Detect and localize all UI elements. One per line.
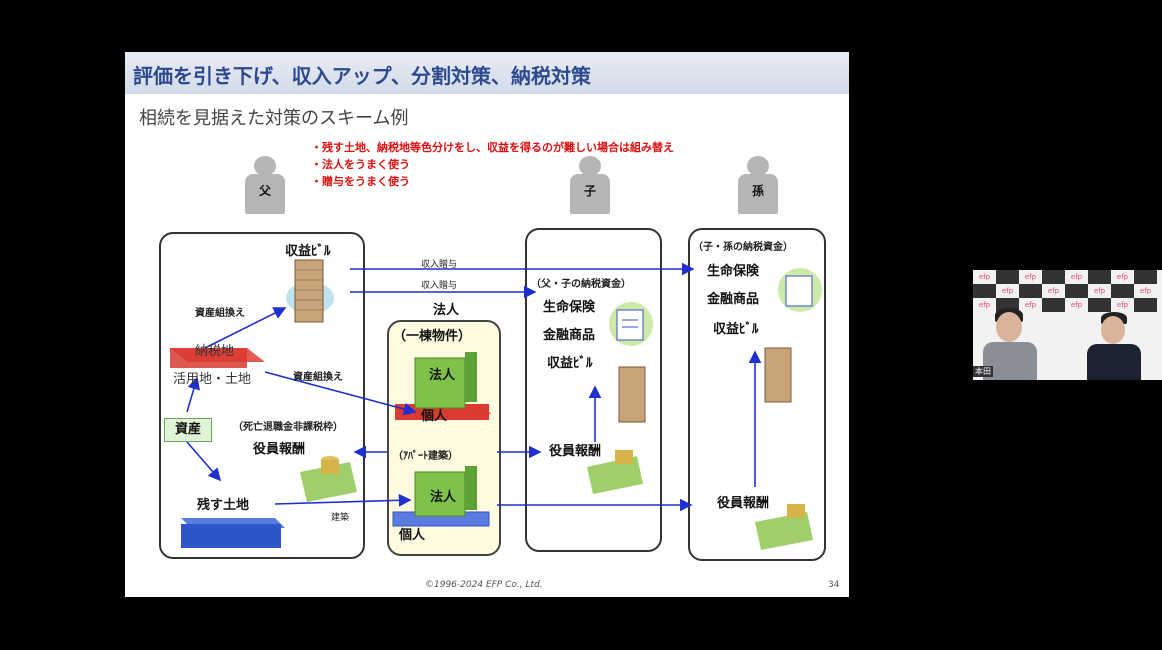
bullet-item: ・残す土地、納税地等色分けをし、収益を得るのが難しい場合は組み替え <box>311 141 674 154</box>
assets-box: 資産 <box>164 418 212 442</box>
insurance-document-icon-grandchild <box>778 268 822 312</box>
corporate-building-icon-2 <box>392 466 490 527</box>
child-box-header: （父・子の納税資金） <box>531 279 631 290</box>
slide-subtitle: 相続を見据えた対策のスキーム例 <box>139 108 409 129</box>
life-insurance-label-child: 生命保険 <box>543 300 596 315</box>
coins-money-icon-father <box>300 456 357 502</box>
bullet-list: ・残す土地、納税地等色分けをし、収益を得るのが難しい場合は組み替え ・法人をうま… <box>311 139 674 190</box>
one-building-label: （一棟物件） <box>393 329 472 344</box>
director-pay-label-grandchild: 役員報酬 <box>717 496 770 511</box>
income-building-label-grandchild: 収益ﾋﾞﾙ <box>713 322 759 337</box>
grandchild-person-icon: 孫 <box>738 156 778 214</box>
income-gift-label-1: 収入贈与 <box>421 260 458 270</box>
retirement-note: （死亡退職金非課税枠） <box>233 422 343 433</box>
financial-products-label-grandchild: 金融商品 <box>707 292 760 307</box>
income-building-label-child: 収益ﾋﾞﾙ <box>547 356 593 371</box>
keep-land-icon <box>181 518 285 548</box>
tax-land-icon <box>170 348 265 368</box>
bullet-item: ・法人をうまく使う <box>311 158 410 171</box>
speaker-name-tag: 本田 <box>973 366 993 377</box>
director-pay-label-father: 役員報酬 <box>253 442 306 457</box>
utilized-land-label: 活用地・土地 <box>173 372 252 387</box>
child-person-icon: 子 <box>570 156 610 214</box>
keep-land-label: 残す土地 <box>197 498 250 513</box>
construction-label: 建築 <box>331 513 350 523</box>
corp-label-2: 法人 <box>430 490 457 505</box>
income-gift-label-2: 収入贈与 <box>421 281 458 291</box>
individual-label-1: 個人 <box>421 409 448 424</box>
tax-land-label: 納税地 <box>195 344 235 359</box>
asset-swap-label-2: 資産組換え <box>293 372 343 383</box>
child-label: 子 <box>583 184 596 198</box>
grandchild-box-header: （子・孫の納税資金） <box>693 242 793 253</box>
coins-money-icon-grandchild <box>755 504 813 550</box>
presentation-slide: 評価を引き下げ、収入アップ、分割対策、納税対策 相続を見据えた対策のスキーム例 … <box>125 52 849 597</box>
title-bar: 評価を引き下げ、収入アップ、分割対策、納税対策 <box>125 52 849 94</box>
corporation-arrow-label: 法人 <box>433 303 460 318</box>
diagram-graphics <box>170 259 822 550</box>
page-number: 34 <box>828 580 840 590</box>
coins-money-icon-child <box>587 450 643 494</box>
income-building-icon-child <box>618 366 646 423</box>
corporate-building-icon-1 <box>395 352 491 420</box>
financial-products-label-child: 金融商品 <box>543 328 596 343</box>
income-building-label: 収益ﾋﾞﾙ <box>285 244 331 259</box>
apartment-label: （ｱﾊﾟｰﾄ建築） <box>393 451 458 462</box>
individual-label-2: 個人 <box>399 528 426 543</box>
webcam-video-panel[interactable]: efp efp efp efp efp efp efp efp efp efp … <box>973 270 1162 380</box>
slide-title: 評価を引き下げ、収入アップ、分割対策、納税対策 <box>133 64 591 88</box>
income-building-icon-grandchild <box>764 347 792 403</box>
father-person-icon: 父 <box>245 156 285 214</box>
life-insurance-label-grandchild: 生命保険 <box>707 264 760 279</box>
income-building-icon <box>286 259 334 323</box>
insurance-document-icon-child <box>609 302 653 346</box>
father-label: 父 <box>258 184 271 198</box>
father-box <box>159 232 365 559</box>
asset-swap-label-1: 資産組換え <box>195 308 245 319</box>
grandchild-label: 孫 <box>751 184 764 198</box>
copyright-footer: ©1996-2024 EFP Co., Ltd. <box>425 580 543 590</box>
bullet-item: ・贈与をうまく使う <box>311 175 410 188</box>
director-pay-label-child: 役員報酬 <box>549 444 602 459</box>
corp-label-1: 法人 <box>429 368 456 383</box>
